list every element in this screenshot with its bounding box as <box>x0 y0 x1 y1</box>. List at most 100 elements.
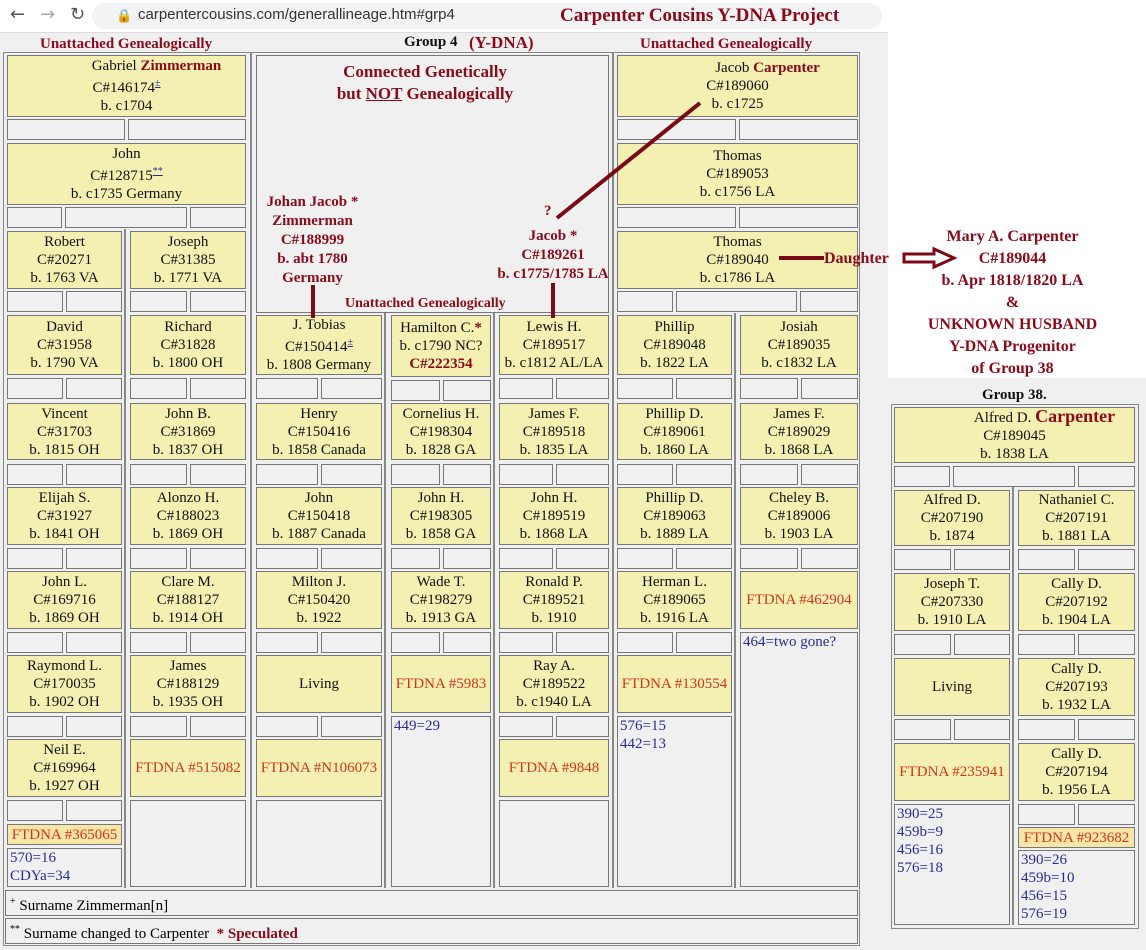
person-id[interactable]: C#189521 <box>522 592 586 608</box>
person-id[interactable]: C#189040 <box>706 252 769 268</box>
person-id[interactable]: C#150416 <box>287 423 351 440</box>
person-id[interactable]: C#189053 <box>706 166 769 182</box>
person-id[interactable]: C#188129 <box>156 676 220 692</box>
person-id[interactable]: C#150420 <box>287 592 351 608</box>
person-id[interactable]: C#207330 <box>920 594 984 610</box>
person-id[interactable]: C#169964 <box>33 760 96 776</box>
ftdna-kit-ft923682[interactable]: FTDNA #923682 <box>1018 827 1135 848</box>
person-id[interactable]: C#198304 <box>409 423 473 440</box>
person-id[interactable]: C#198279 <box>409 592 473 608</box>
person-id[interactable]: C#31869 <box>160 423 216 440</box>
url-text[interactable]: carpentercousins.com/generallineage.htm#… <box>138 6 455 23</box>
person-id[interactable]: C#198305 <box>409 508 473 524</box>
address-bar[interactable]: 🔒 <box>92 3 882 29</box>
ftdna-kit-ft365065[interactable]: FTDNA #365065 <box>7 824 122 845</box>
person-id[interactable]: C#31958 <box>36 337 92 353</box>
person-box-living1[interactable]: Living <box>256 655 382 713</box>
person-id[interactable]: C#150418 <box>287 508 351 524</box>
person-id[interactable]: C#31828 <box>160 337 216 353</box>
person-id[interactable]: C#189060 <box>706 78 769 94</box>
person-id[interactable]: C#189045 <box>983 428 1046 444</box>
person-id[interactable]: C#222354 <box>409 356 473 372</box>
ftdna-kit-ft5983[interactable]: FTDNA #5983 <box>391 655 491 713</box>
reload-button[interactable]: ↻ <box>70 4 86 25</box>
person-id[interactable]: C#207190 <box>920 510 984 526</box>
person-id[interactable]: C#31703 <box>36 423 92 440</box>
person-box-hamilton[interactable]: Hamilton C.*b. c1790 NC?C#222354 <box>391 315 491 377</box>
ftdna-kit-ftN106073[interactable]: FTDNA #N106073 <box>256 739 382 797</box>
back-button[interactable]: ← <box>10 4 26 25</box>
person-id[interactable]: C#189517 <box>522 337 586 353</box>
person-id[interactable]: C#169716 <box>33 592 96 608</box>
person-id[interactable]: C#207193 <box>1045 679 1108 695</box>
ftdna-kit-ft235941[interactable]: FTDNA #235941 <box>894 743 1010 801</box>
ftdna-kit-ft515082[interactable]: FTDNA #515082 <box>130 739 246 797</box>
person-id[interactable]: C#189006 <box>767 508 831 524</box>
person-id[interactable]: C#128715 <box>90 168 153 184</box>
forward-button[interactable]: → <box>40 4 56 25</box>
footnote-mark[interactable]: ** <box>152 166 163 177</box>
person-id[interactable]: C#189063 <box>643 508 706 524</box>
ftdna-kit-ft130554[interactable]: FTDNA #130554 <box>617 655 732 713</box>
person-id[interactable]: C#189519 <box>522 508 586 524</box>
marker-notes[interactable]: 449=29 <box>391 716 491 887</box>
ftdna-kit-ft462904[interactable]: FTDNA #462904 <box>740 571 858 629</box>
person-id[interactable]: C#150414 <box>284 339 348 355</box>
person-id[interactable]: C#207191 <box>1045 510 1108 526</box>
person-id[interactable]: C#146174 <box>92 80 155 96</box>
person-id[interactable]: C#189029 <box>767 423 831 440</box>
person-id[interactable]: C#188023 <box>156 508 220 524</box>
person-id[interactable]: C#31385 <box>160 252 216 268</box>
ftdna-kit-ft9848[interactable]: FTDNA #9848 <box>499 739 609 797</box>
person-id[interactable]: C#207192 <box>1045 594 1108 610</box>
person-id[interactable]: C#189035 <box>767 337 831 353</box>
marker-notes[interactable]: 464=two gone? <box>740 632 858 887</box>
person-id[interactable]: C#189522 <box>522 676 586 692</box>
person-id[interactable]: C#189061 <box>643 423 706 440</box>
